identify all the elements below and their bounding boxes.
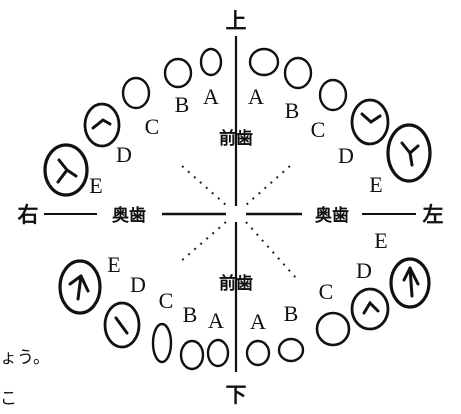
letter-lower-left-e: E xyxy=(374,228,387,253)
label-right-side: 右 xyxy=(18,202,39,227)
tooth-upper-left-c xyxy=(320,80,346,110)
tooth-lower-left-b xyxy=(279,339,303,361)
tooth-upper-right-b xyxy=(165,59,191,87)
tooth-upper-right-c xyxy=(123,78,149,108)
tooth-lower-left-c xyxy=(317,313,349,345)
tooth-upper-right-a xyxy=(201,49,221,75)
tooth-lower-left-d xyxy=(352,289,388,329)
label-front-teeth-lower: 前歯 xyxy=(219,273,253,294)
tooth-upper-left-a xyxy=(250,49,278,75)
dotted-diagonals xyxy=(180,166,296,278)
letter-upper-right-c: C xyxy=(145,114,160,139)
cut-off-text-line-1: ょう。 xyxy=(0,348,50,368)
letter-lower-right-b: B xyxy=(183,302,198,327)
tooth-upper-right-d xyxy=(85,104,119,146)
label-back-teeth-left: 奥歯 xyxy=(315,205,349,226)
label-front-teeth-upper: 前歯 xyxy=(219,128,253,149)
letter-upper-left-e: E xyxy=(369,172,382,197)
letter-upper-right-d: D xyxy=(116,142,132,167)
letter-upper-right-b: B xyxy=(175,92,190,117)
letter-lower-right-c: C xyxy=(159,288,174,313)
letter-upper-left-a: A xyxy=(248,84,264,109)
tooth-lower-right-b xyxy=(181,341,203,369)
label-top: 上 xyxy=(226,8,247,33)
letter-lower-right-d: D xyxy=(130,272,146,297)
label-bottom: 下 xyxy=(226,382,247,407)
cut-off-text-line-2: こ xyxy=(0,389,17,409)
tooth-lower-right-c xyxy=(153,324,171,362)
tooth-upper-left-b xyxy=(285,58,311,88)
letter-upper-left-c: C xyxy=(311,117,326,142)
letter-upper-right-a: A xyxy=(203,84,219,109)
letter-upper-left-b: B xyxy=(285,98,300,123)
letter-lower-left-d: D xyxy=(356,258,372,283)
letter-lower-left-a: A xyxy=(250,309,266,334)
label-back-teeth-right: 奥歯 xyxy=(112,205,146,226)
label-left-side: 左 xyxy=(423,202,444,227)
letter-upper-left-d: D xyxy=(338,143,354,168)
letter-upper-right-e: E xyxy=(89,173,102,198)
tooth-lower-right-a xyxy=(208,340,228,366)
tooth-lower-left-a xyxy=(247,341,269,365)
diagonal-upper-left xyxy=(246,166,290,205)
letter-lower-left-c: C xyxy=(319,279,334,304)
diagonal-lower-right xyxy=(180,222,226,262)
letter-lower-left-b: B xyxy=(284,301,299,326)
letter-lower-right-a: A xyxy=(208,308,224,333)
diagonal-lower-left xyxy=(246,222,296,278)
diagonal-upper-right xyxy=(182,166,226,205)
letter-lower-right-e: E xyxy=(107,252,120,277)
